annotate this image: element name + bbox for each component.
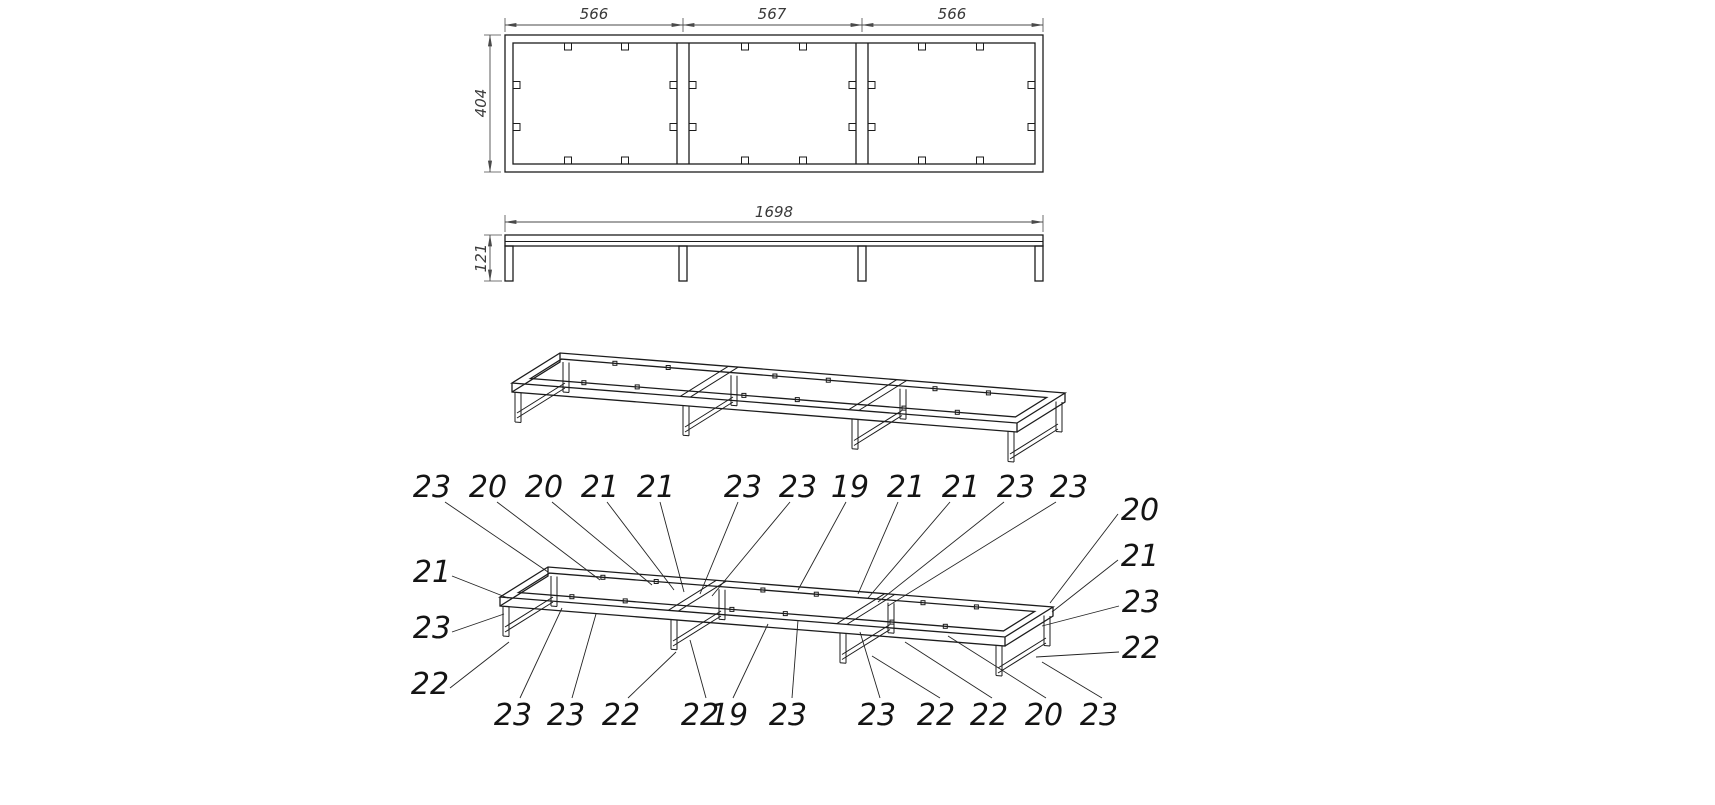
dim-height: 121 [472, 244, 490, 273]
callout-leader-3 [606, 501, 675, 591]
callout-leader-18 [449, 641, 510, 689]
callout-leader-24 [791, 619, 799, 699]
dim-width-3: 566 [938, 5, 967, 23]
top-view-dimensions: 566 567 566 404 [472, 5, 1044, 173]
callout-leader-25 [859, 631, 881, 699]
dim-length: 1698 [755, 203, 793, 221]
callout-leader-27 [904, 641, 993, 699]
callout-label-12-part-20: 20 [1121, 493, 1159, 528]
callout-label-22-part-22: 22 [681, 698, 719, 733]
callout-leader-2 [551, 501, 653, 586]
front-view-dimensions: 1698 121 [472, 203, 1044, 282]
isometric-view [511, 352, 1066, 463]
callout-leader-14 [1041, 605, 1120, 627]
callout-leader-5 [699, 501, 739, 595]
callout-leader-19 [519, 607, 563, 699]
callout-leader-29 [1041, 661, 1103, 699]
callout-label-6-part-23: 23 [779, 470, 817, 505]
callout-label-14-part-23: 23 [1122, 585, 1160, 620]
callout-label-19-part-23: 23 [494, 698, 532, 733]
callout-leader-28 [947, 635, 1047, 699]
callout-leader-11 [887, 501, 1057, 607]
callout-label-20-part-23: 23 [547, 698, 585, 733]
callout-label-16-part-21: 21 [413, 555, 451, 590]
callout-label-24-part-23: 23 [769, 698, 807, 733]
callout-label-10-part-23: 23 [997, 470, 1035, 505]
callout-leader-1 [496, 501, 601, 581]
callout-label-9-part-21: 21 [942, 470, 980, 505]
callout-label-15-part-22: 22 [1122, 631, 1160, 666]
callout-label-18-part-22: 22 [411, 667, 449, 702]
callout-leader-15 [1035, 651, 1120, 658]
callout-label-3-part-21: 21 [581, 470, 619, 505]
callout-label-29-part-23: 23 [1080, 698, 1118, 733]
callout-leader-7 [797, 501, 847, 591]
callout-leader-20 [571, 613, 597, 699]
callout-label-7-part-19: 19 [831, 470, 869, 505]
callout-leader-16 [451, 575, 509, 599]
callout-label-8-part-21: 21 [887, 470, 925, 505]
callout-leader-21 [627, 651, 677, 699]
callout-leader-12 [1049, 513, 1119, 604]
callout-leader-0 [444, 501, 549, 573]
callout-label-23-part-19: 19 [710, 698, 748, 733]
callout-label-1-part-20: 20 [469, 470, 507, 505]
callout-label-21-part-22: 22 [602, 698, 640, 733]
dim-width-1: 566 [580, 5, 609, 23]
front-view: 1698 121 [472, 203, 1044, 282]
callout-label-11-part-23: 23 [1050, 470, 1088, 505]
callout-label-0-part-23: 23 [413, 470, 451, 505]
callout-label-17-part-23: 23 [413, 611, 451, 646]
callout-label-25-part-23: 23 [858, 698, 896, 733]
dim-depth: 404 [472, 89, 490, 118]
callout-leader-8 [857, 501, 899, 595]
callout-label-26-part-22: 22 [917, 698, 955, 733]
callout-label-13-part-21: 21 [1121, 539, 1159, 574]
callout-label-27-part-22: 22 [970, 698, 1008, 733]
callout-leader-6 [711, 501, 791, 597]
callout-leader-13 [1051, 559, 1119, 613]
callout-leader-26 [871, 655, 941, 699]
callout-leader-4 [659, 501, 685, 593]
callout-leader-22 [689, 639, 707, 699]
callout-leader-17 [451, 613, 505, 633]
dim-width-2: 567 [758, 5, 787, 23]
callout-leader-9 [867, 501, 951, 599]
callout-label-2-part-20: 20 [525, 470, 563, 505]
mounting-tabs [512, 42, 1036, 165]
callout-label-28-part-20: 20 [1025, 698, 1063, 733]
callout-label-5-part-23: 23 [724, 470, 762, 505]
top-view: 566 567 566 404 [472, 5, 1044, 173]
callout-label-4-part-21: 21 [637, 470, 675, 505]
callout-leader-23 [732, 623, 769, 699]
callout-leader-10 [877, 501, 1005, 603]
